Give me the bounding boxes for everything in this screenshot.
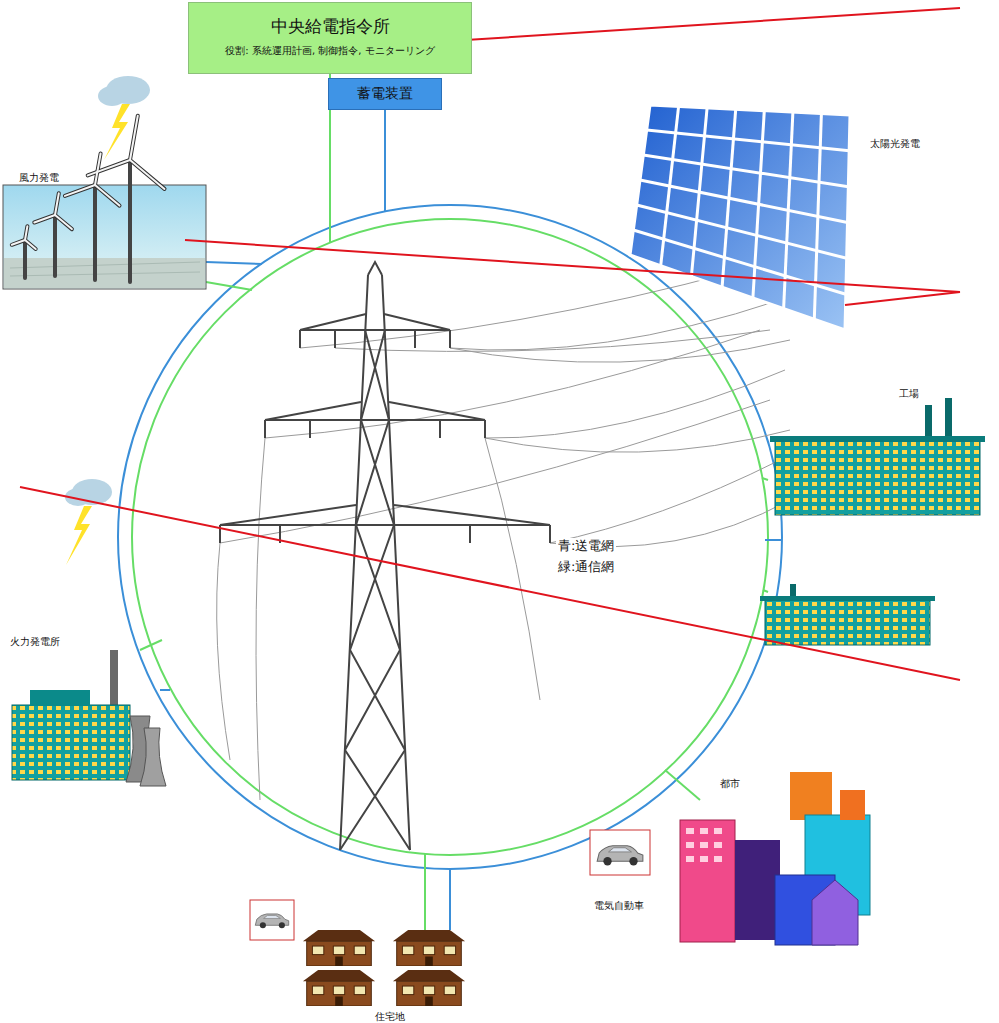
transmission-wires [217, 270, 790, 800]
power-grid-ring [118, 205, 782, 869]
legend-text: 青:送電網 [556, 538, 616, 554]
caption: 住宅地 [373, 1011, 407, 1023]
electric-car-node: 電気自動車 [588, 828, 654, 912]
car-picture [250, 830, 650, 940]
caption: 風力発電 [17, 172, 61, 184]
node-role-text: 役割: 系統運用計画, 制御指令, モニターリング [189, 45, 471, 57]
residential-node: 住宅地 [245, 895, 510, 1020]
caption: 太陽光発電 [868, 138, 922, 150]
storage-box: 蓄電装置 [328, 78, 442, 110]
wind-power-node: 風力発電 [3, 160, 208, 290]
solar-power-node: 太陽光発電 [625, 100, 925, 335]
cloud-lightning [65, 76, 150, 565]
factory-node: 工場 [765, 378, 990, 648]
node-title: 蓄電装置 [329, 85, 441, 102]
legend-text: 緑:通信網 [556, 559, 616, 575]
factory-picture [760, 398, 985, 645]
city-picture [680, 772, 870, 945]
thermal-plant-node: 火力発電所 [0, 628, 168, 793]
houses-picture [303, 930, 465, 1006]
node-title: 中央給電指令所 [189, 16, 471, 36]
transmission-tower [220, 262, 550, 850]
communication-ring [132, 219, 768, 855]
solar-panel-picture [630, 105, 850, 330]
wind-farm-picture [3, 116, 206, 289]
red-leader-lines [20, 8, 960, 680]
control-center-box: 中央給電指令所役割: 系統運用計画, 制御指令, モニターリング [188, 2, 472, 74]
thermal-plant-picture [12, 650, 166, 786]
caption: 都市 [718, 778, 742, 790]
city-node: 都市 [670, 768, 875, 948]
caption: 火力発電所 [8, 636, 62, 648]
caption: 電気自動車 [592, 900, 646, 912]
caption: 工場 [897, 388, 921, 400]
